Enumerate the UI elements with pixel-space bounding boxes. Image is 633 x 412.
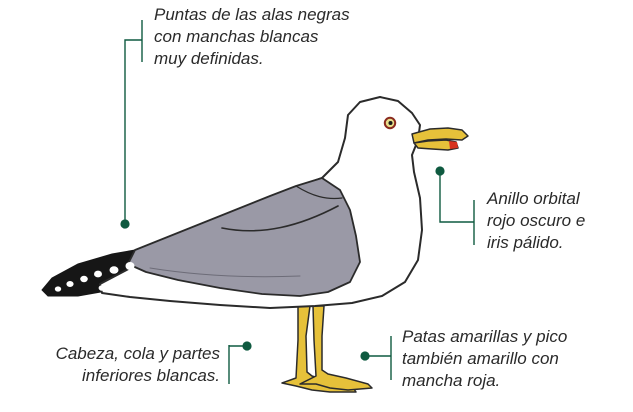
left-leg — [299, 305, 373, 391]
annotation-line: rojo oscuro e — [487, 211, 586, 230]
leader-wings — [124, 39, 142, 224]
grey-wing — [127, 177, 361, 297]
leader-dot-body — [242, 341, 252, 351]
annotation-line: también amarillo con — [402, 349, 559, 368]
leader-dot-eye — [435, 166, 445, 176]
annotation-wingtips: Puntas de las alas negras con manchas bl… — [154, 4, 350, 70]
leader-dot-wings — [120, 219, 130, 229]
annotation-line: Puntas de las alas negras — [154, 5, 350, 24]
annotation-line: iris pálido. — [487, 233, 564, 252]
annotation-line: Anillo orbital — [487, 189, 580, 208]
eye — [383, 116, 397, 130]
annotation-line: inferiores blancas. — [82, 366, 220, 385]
annotation-line: Cabeza, cola y partes — [55, 344, 220, 363]
bill-red-spot — [449, 141, 458, 149]
annotation-line: Patas amarillas y pico — [402, 327, 568, 346]
legs — [281, 305, 373, 393]
leader-lines — [124, 20, 475, 384]
wing-tertial-line — [295, 185, 343, 200]
wing-edge-line — [149, 267, 301, 278]
leader-dots — [120, 166, 445, 361]
annotation-legs: Patas amarillas y pico también amarillo … — [402, 326, 567, 392]
wing-covert-line — [221, 205, 339, 232]
annotation-eye: Anillo orbital rojo oscuro e iris pálido… — [487, 188, 585, 254]
annotation-line: muy definidas. — [154, 49, 264, 68]
bill — [411, 127, 469, 151]
leader-eye — [439, 171, 474, 223]
annotation-line: mancha roja. — [402, 371, 501, 390]
annotation-body: Cabeza, cola y partes inferiores blancas… — [8, 343, 220, 387]
leader-dot-legs — [360, 351, 370, 361]
wingtip-white-spots — [54, 262, 135, 292]
right-leg — [281, 305, 357, 393]
annotation-line: con manchas blancas — [154, 27, 319, 46]
